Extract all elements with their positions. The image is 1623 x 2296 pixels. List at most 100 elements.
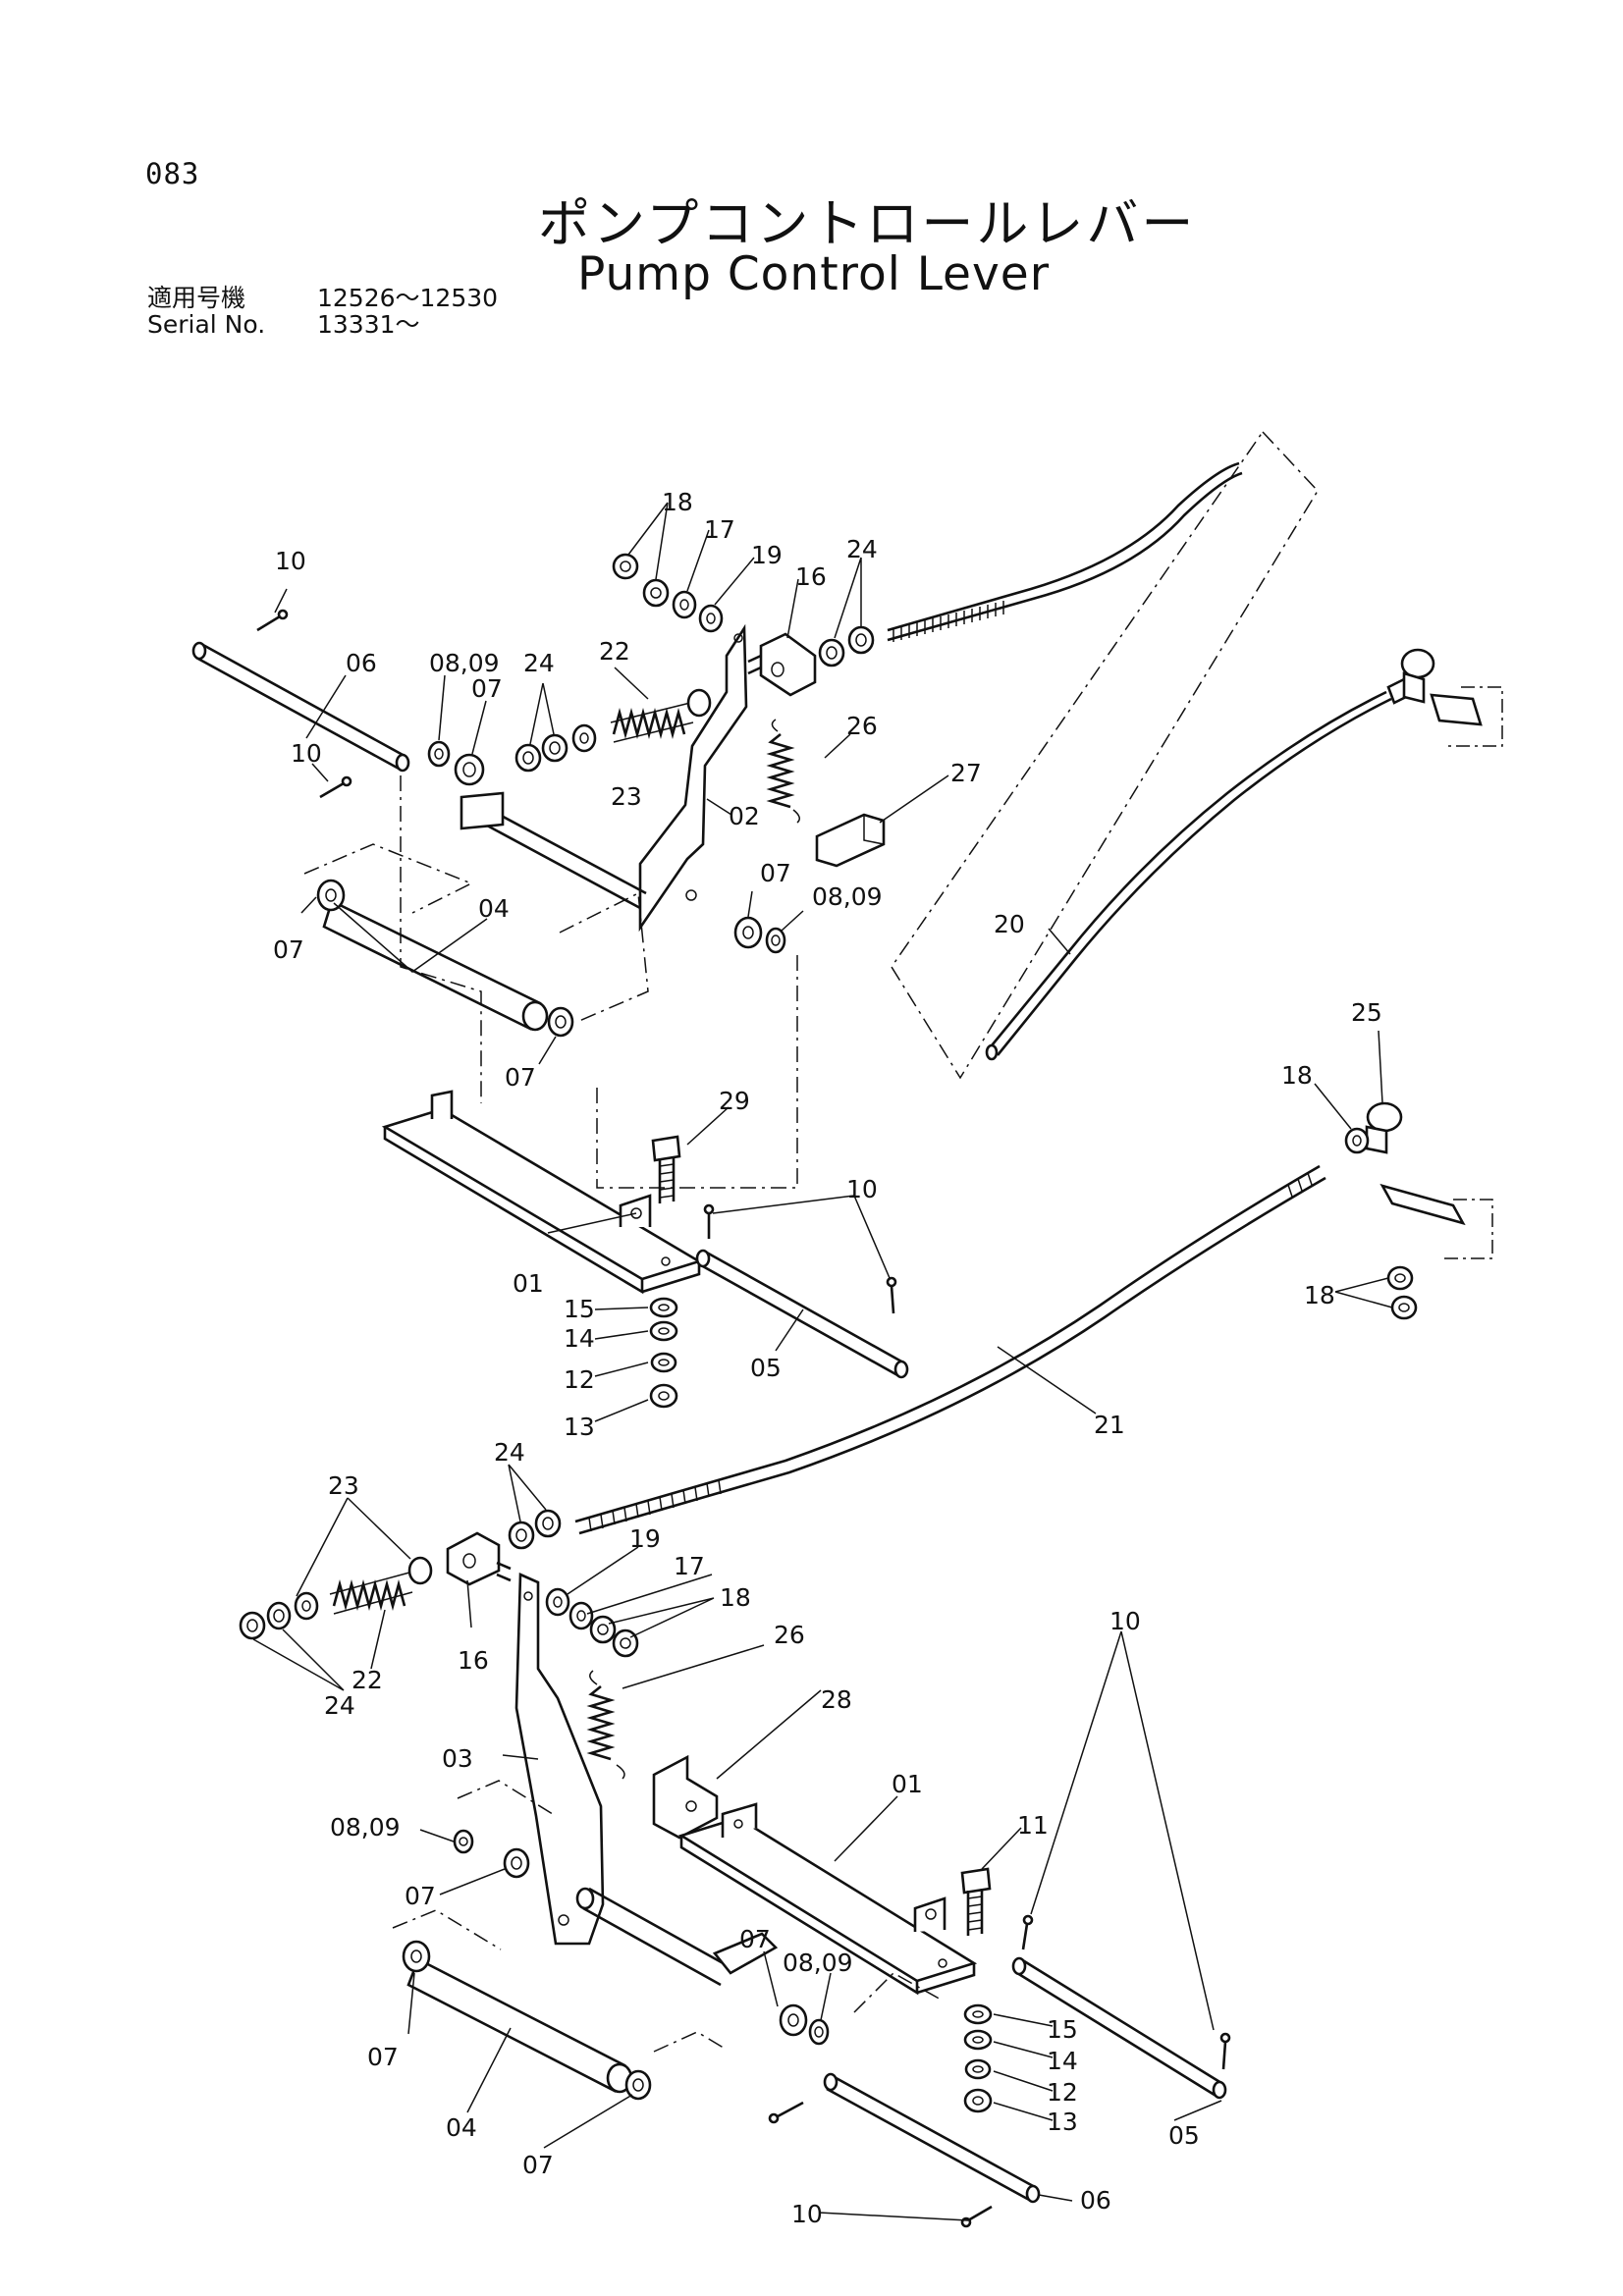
serial-info: 適用号機 12526～12530 Serial No. 13331～ bbox=[147, 285, 498, 338]
nut-24 bbox=[847, 625, 875, 655]
callout-26: 26 bbox=[846, 712, 878, 740]
spring-26-lower bbox=[586, 1670, 625, 1780]
control-rod-21 bbox=[574, 1164, 1326, 1535]
bracket-28 bbox=[652, 1754, 719, 1840]
washer-15 bbox=[963, 2003, 993, 2025]
callout-07: 07 bbox=[760, 859, 791, 887]
ball-joint-25 bbox=[1365, 1101, 1403, 1154]
nut-18 bbox=[1386, 1265, 1414, 1291]
callout-28: 28 bbox=[821, 1685, 852, 1714]
callout-15: 15 bbox=[1047, 2015, 1078, 2044]
washer-23 bbox=[571, 723, 597, 753]
callout-08-09: 08,09 bbox=[812, 882, 883, 911]
washer-08-09 bbox=[453, 1829, 474, 1854]
bracket-27 bbox=[815, 813, 886, 868]
spring-22-upper bbox=[610, 688, 712, 743]
callout-18: 18 bbox=[662, 488, 693, 516]
bushing-07 bbox=[454, 753, 485, 786]
washer-08-09 bbox=[427, 740, 451, 768]
callout-labels: 10 06 10 08,09 07 24 22 23 18 17 19 16 2… bbox=[273, 488, 1382, 2228]
callout-14: 14 bbox=[564, 1324, 595, 1353]
callout-01: 01 bbox=[513, 1269, 544, 1298]
callout-22: 22 bbox=[599, 637, 630, 666]
cotter-pin-10 bbox=[1021, 1914, 1034, 1950]
callout-12: 12 bbox=[1047, 2078, 1078, 2107]
callout-12: 12 bbox=[564, 1365, 595, 1394]
callout-07: 07 bbox=[505, 1063, 536, 1092]
base-plate-01-upper bbox=[381, 1090, 703, 1295]
nut-18 bbox=[1390, 1295, 1418, 1320]
callout-18: 18 bbox=[720, 1583, 751, 1612]
washer-17 bbox=[568, 1601, 594, 1630]
callout-06: 06 bbox=[346, 649, 377, 677]
callout-10: 10 bbox=[275, 547, 306, 575]
spring-26-upper bbox=[766, 719, 800, 824]
callout-13: 13 bbox=[564, 1413, 595, 1441]
callout-18: 18 bbox=[1304, 1281, 1335, 1309]
callout-06: 06 bbox=[1080, 2186, 1111, 2215]
callout-27: 27 bbox=[950, 759, 982, 787]
spring-22-lower bbox=[329, 1556, 433, 1615]
callout-21: 21 bbox=[1094, 1411, 1125, 1439]
cotter-pin-10 bbox=[768, 2101, 804, 2124]
clevis-16-upper bbox=[747, 632, 817, 697]
cotter-pin-10 bbox=[256, 609, 289, 632]
bolt-11 bbox=[960, 1867, 992, 1936]
ball-joint-upper bbox=[1400, 648, 1483, 726]
callout-15: 15 bbox=[564, 1295, 595, 1323]
control-rod-upper bbox=[887, 461, 1243, 642]
callout-04: 04 bbox=[478, 894, 510, 923]
lever-plate-02 bbox=[460, 623, 748, 933]
callout-25: 25 bbox=[1351, 998, 1382, 1027]
callout-03: 03 bbox=[442, 1744, 473, 1773]
rod-05-lower bbox=[1011, 1956, 1227, 2100]
page-number: 083 bbox=[145, 157, 200, 190]
nut-24 bbox=[534, 1509, 562, 1538]
cotter-pin-10 bbox=[319, 775, 352, 799]
callout-08-09: 08,09 bbox=[783, 1949, 853, 1977]
callout-07: 07 bbox=[471, 674, 503, 703]
plate-link-right bbox=[1380, 1183, 1466, 1226]
serial-value: 13331～ bbox=[317, 310, 420, 339]
callout-05: 05 bbox=[750, 1354, 782, 1382]
rod-05-upper bbox=[695, 1249, 909, 1379]
rod-06-upper bbox=[191, 641, 410, 773]
callout-04: 04 bbox=[446, 2113, 477, 2142]
title-english: Pump Control Lever bbox=[577, 247, 1051, 301]
bushing-07 bbox=[733, 916, 763, 949]
washer-08-09 bbox=[808, 2018, 830, 2046]
callout-23: 23 bbox=[328, 1471, 359, 1500]
bushing-07 bbox=[316, 879, 346, 912]
callout-24: 24 bbox=[523, 649, 555, 677]
serial-row-applicable: 適用号機 12526～12530 bbox=[147, 285, 498, 311]
callout-11: 11 bbox=[1017, 1811, 1049, 1840]
cotter-pin-10 bbox=[960, 2205, 993, 2228]
rod-20 bbox=[985, 675, 1416, 1061]
serial-label: Serial No. bbox=[147, 310, 266, 339]
base-plate-01-lower bbox=[677, 1802, 978, 1996]
callout-17: 17 bbox=[704, 515, 735, 544]
nut-13 bbox=[649, 1383, 678, 1409]
serial-value: 12526～12530 bbox=[317, 284, 499, 312]
washer-19 bbox=[698, 604, 724, 633]
washer-14 bbox=[649, 1320, 678, 1342]
washer-17 bbox=[672, 590, 697, 619]
nut-18 bbox=[612, 553, 639, 580]
callout-14: 14 bbox=[1047, 2047, 1078, 2075]
nut-18 bbox=[612, 1629, 639, 1658]
washer-23 bbox=[294, 1591, 319, 1621]
serial-row-number: Serial No. 13331～ bbox=[147, 311, 498, 338]
nut-24 bbox=[239, 1611, 266, 1640]
rod-06-lower bbox=[823, 2072, 1041, 2204]
callout-10: 10 bbox=[846, 1175, 878, 1203]
nut-13 bbox=[963, 2088, 993, 2113]
callout-26: 26 bbox=[774, 1621, 805, 1649]
title-japanese: ポンプコントロールレバー bbox=[538, 194, 1197, 254]
cotter-pin-10 bbox=[886, 1276, 897, 1314]
nut-18 bbox=[1344, 1127, 1370, 1154]
callout-24: 24 bbox=[494, 1438, 525, 1467]
nut-24 bbox=[508, 1521, 535, 1550]
bushing-07 bbox=[503, 1847, 530, 1879]
callout-22: 22 bbox=[352, 1666, 383, 1694]
